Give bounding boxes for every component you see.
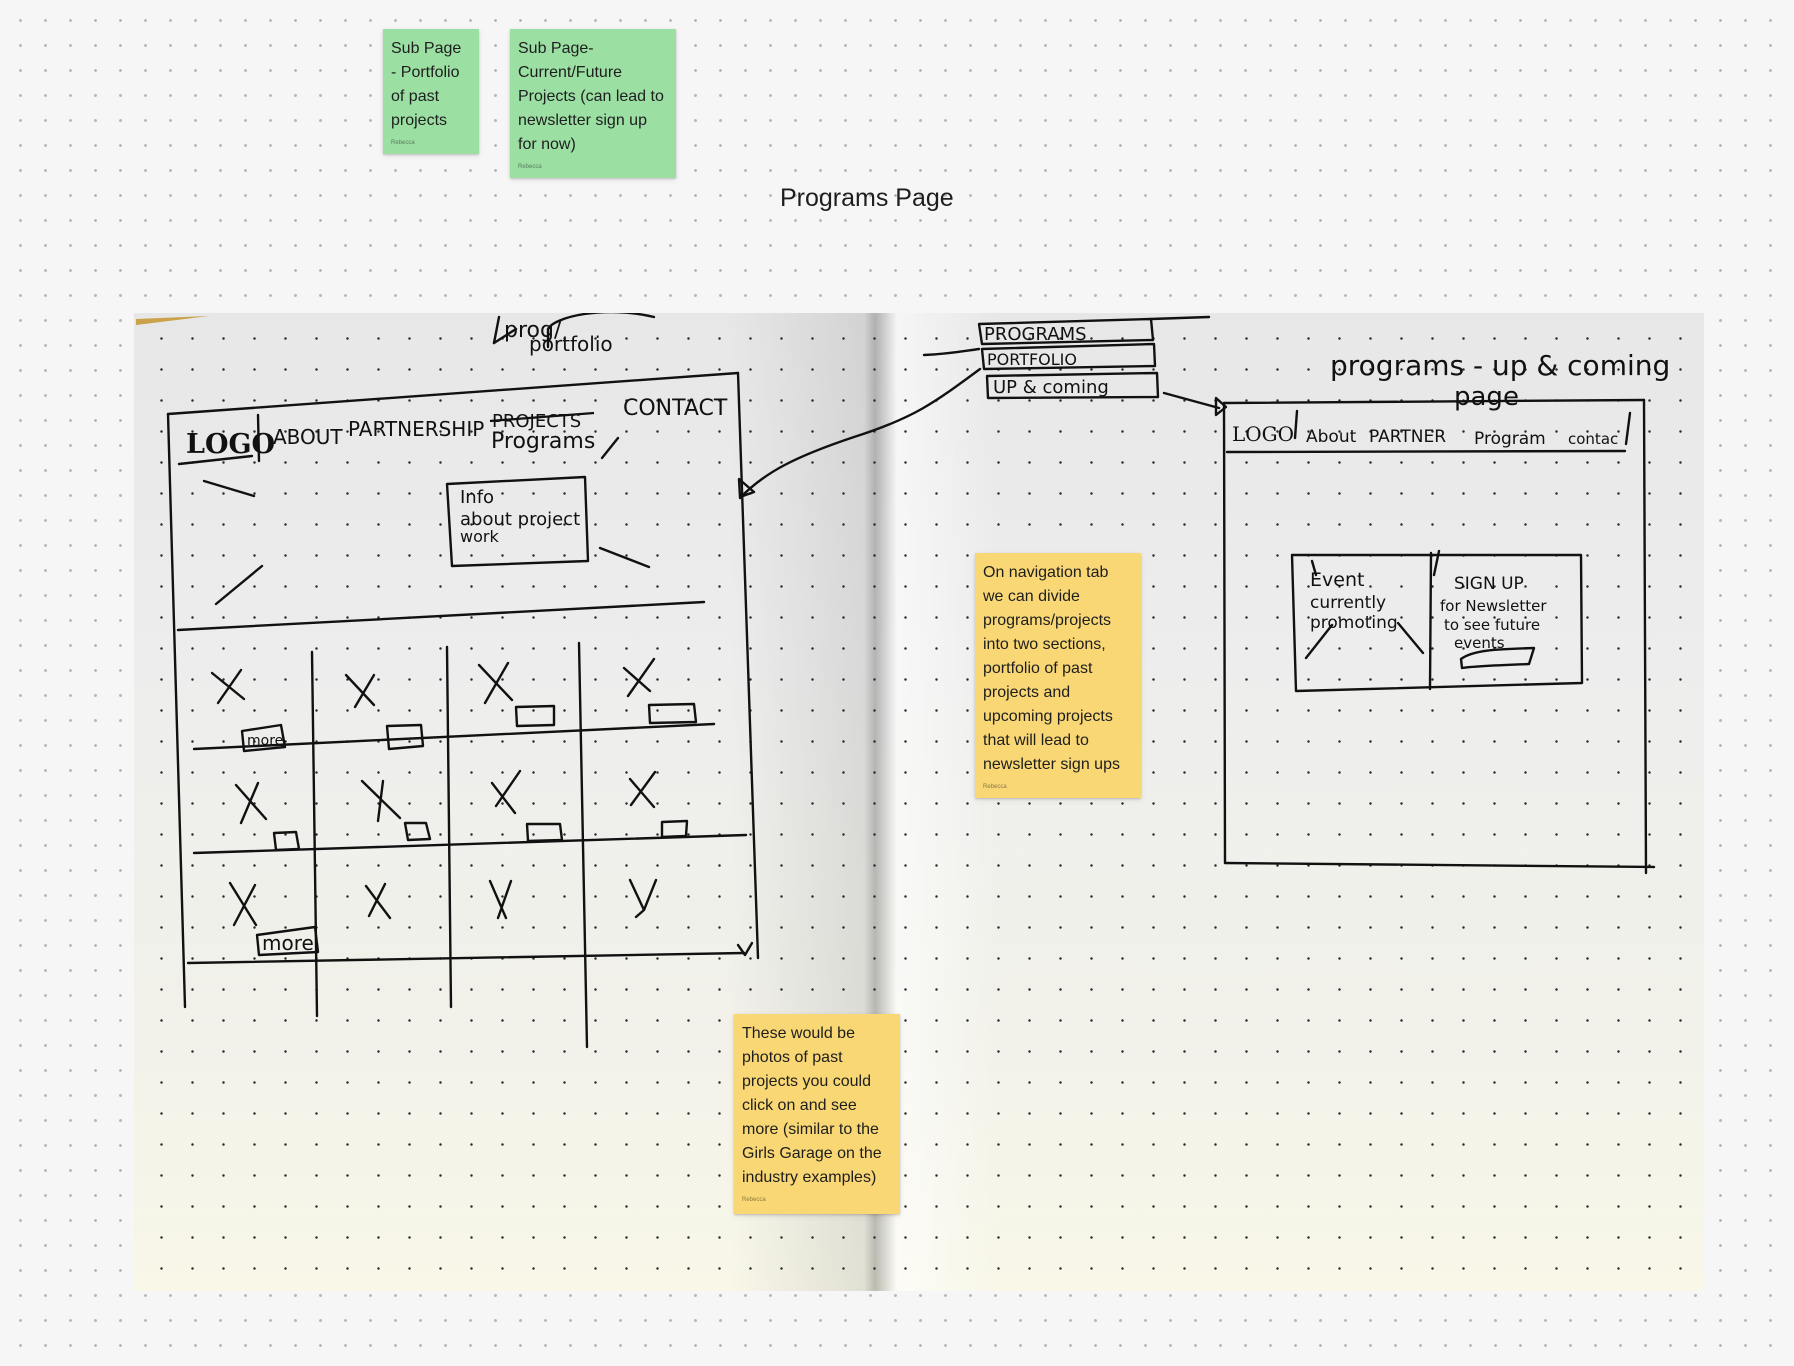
right-left-panel-line: currently [1310,593,1386,613]
dropdown-item-portfolio: PORTFOLIO [987,350,1077,369]
sticky-author: Rebecca [742,1196,892,1204]
sticky-line: Sub Page- [518,37,668,61]
left-nav-contact: CONTACT [623,396,728,421]
dropdown-item-upcoming: UP & coming [993,377,1109,398]
right-right-panel-line: for Newsletter [1440,597,1547,615]
sticky-line: projects and [983,681,1133,705]
sticky-note-current-future-subpage[interactable]: Sub Page- Current/Future Projects (can l… [510,29,676,178]
annotation-portfolio: portfolio [529,332,613,356]
right-nav-partner: PARTNER [1369,427,1446,447]
sticky-author: Rebecca [983,783,1133,791]
right-logo: LOGO [1232,422,1294,446]
right-heading: programs - up & coming [1330,349,1670,382]
right-nav-contact: contac [1568,430,1618,448]
sticky-line: we can divide [983,585,1133,609]
right-nav-about: About [1306,427,1357,447]
sketch-drawing: LOGO ABOUT PARTNERSHIP PROJECTS Programs… [134,313,1704,1291]
sticky-line: click on and see [742,1094,892,1118]
sticky-author: Rebecca [518,163,668,171]
info-box-line: work [460,527,499,546]
sticky-line: - Portfolio [391,61,471,85]
left-frame-left [168,414,185,1007]
sticky-line: newsletter sign up [518,109,668,133]
right-nav-program: Program [1474,429,1546,449]
left-nav-partnership: PARTNERSHIP [348,417,484,441]
sticky-line: for now) [518,133,668,157]
sticky-line: Current/Future [518,61,668,85]
right-heading-page: page [1454,382,1519,412]
sticky-note-navigation[interactable]: On navigation tab we can divide programs… [975,553,1141,798]
sticky-line: projects [391,109,471,133]
tape-accent [136,316,209,325]
sticky-line: projects you could [742,1070,892,1094]
sticky-note-photos[interactable]: These would be photos of past projects y… [734,1014,900,1214]
sticky-line: These would be [742,1022,892,1046]
left-frame-right [738,373,758,958]
sticky-line: portfolio of past [983,657,1133,681]
sticky-note-portfolio-subpage[interactable]: Sub Page - Portfolio of past projects Re… [383,29,479,154]
left-logo: LOGO [186,429,275,460]
dropdown-item-programs: PROGRAMS [984,324,1087,345]
sticky-line: Girls Garage on the [742,1142,892,1166]
info-box-line: Info [460,487,494,508]
dropdown-link-arrow [740,369,980,498]
sticky-line: Sub Page [391,37,471,61]
right-right-panel-line: SIGN UP [1454,574,1524,594]
sticky-author: Rebecca [391,139,471,147]
sticky-line: Projects (can lead to [518,85,668,109]
right-right-panel-line: events [1454,634,1505,652]
page-title: Programs Page [780,183,1050,213]
sticky-line: upcoming projects [983,705,1133,729]
sticky-line: more (similar to the [742,1118,892,1142]
right-left-panel-line: promoting [1310,613,1398,633]
sticky-line: that will lead to [983,729,1133,753]
right-left-panel-line: Event [1310,569,1364,591]
sticky-line: into two sections, [983,633,1133,657]
sticky-line: newsletter sign ups [983,753,1133,777]
sticky-line: programs/projects [983,609,1133,633]
left-nav-about: ABOUT [273,425,343,449]
more-label: more [247,733,283,749]
wireframe-sketch-photo[interactable]: LOGO ABOUT PARTNERSHIP PROJECTS Programs… [134,313,1704,1291]
sticky-line: of past [391,85,471,109]
left-nav-programs: Programs [491,429,595,454]
sticky-line: industry examples) [742,1166,892,1190]
sticky-line: photos of past [742,1046,892,1070]
right-right-panel-line: to see future [1444,616,1540,634]
sticky-line: On navigation tab [983,561,1133,585]
more-label: more [262,931,314,955]
